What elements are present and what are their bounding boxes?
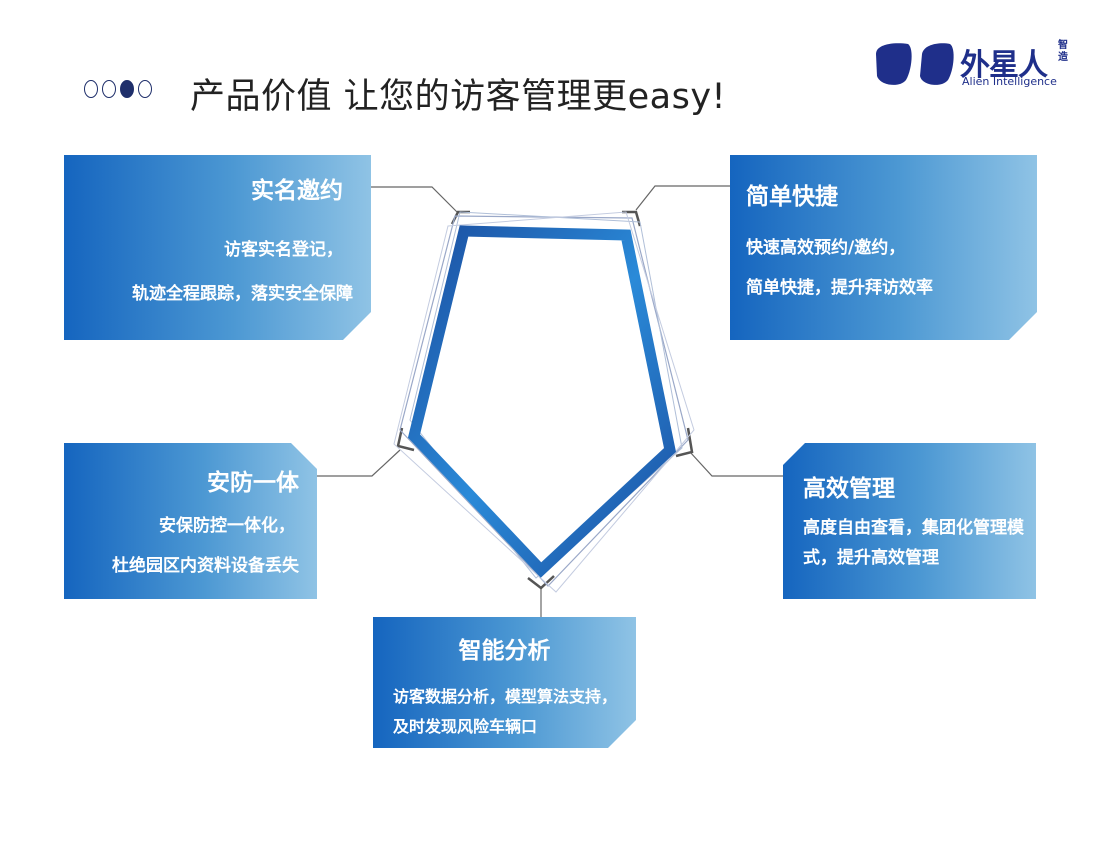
corner-bracket (622, 210, 642, 227)
feature-card-line: 轨迹全程跟踪，落实安全保障 (132, 284, 353, 304)
feature-card-line: 安保防控一体化， (159, 516, 295, 536)
progress-dot (138, 80, 152, 98)
progress-dots (84, 80, 152, 98)
connector-line (370, 186, 459, 214)
feature-card-realname: 实名邀约 访客实名登记， 轨迹全程跟踪，落实安全保障 (64, 155, 371, 340)
logo-subtitle: Alien Intelligence (962, 75, 1057, 88)
feature-card-title: 高效管理 (803, 476, 895, 502)
feature-card-security: 安防一体 安保防控一体化， 杜绝园区内资料设备丢失 (64, 443, 317, 599)
progress-dot-active (120, 80, 134, 98)
feature-card-line: 快速高效预约/邀约， (746, 238, 906, 258)
feature-card-title: 智能分析 (458, 638, 551, 664)
feature-card-line: 访客数据分析，模型算法支持， (393, 687, 618, 706)
pentagon-frame-echo (399, 215, 689, 587)
feature-card-analysis: 智能分析 访客数据分析，模型算法支持， 及时发现风险车辆口 (373, 617, 636, 748)
feature-card-line: 式，提升高效管理 (803, 548, 939, 568)
feature-card-title: 安防一体 (207, 470, 299, 496)
feature-card-efficient: 高效管理 高度自由查看，集团化管理模 式，提升高效管理 (783, 443, 1036, 599)
feature-card-line: 高度自由查看，集团化管理模 (803, 518, 1024, 538)
feature-card-title: 简单快捷 (746, 184, 838, 210)
pentagon-frame-echo (393, 211, 695, 593)
progress-dot (102, 80, 116, 98)
logo-badge: 智造 (1058, 40, 1068, 63)
progress-dot (84, 80, 98, 98)
feature-card-line: 及时发现风险车辆口 (393, 717, 538, 736)
logo-name: 外星人 (960, 48, 1048, 83)
page-title: 产品价值 让您的访客管理更easy! (190, 77, 727, 117)
feature-card-quick: 简单快捷 快速高效预约/邀约， 简单快捷，提升拜访效率 (730, 155, 1037, 340)
connector-line (317, 449, 401, 477)
logo-icon (876, 43, 954, 85)
corner-bracket (396, 427, 415, 452)
feature-card-line: 杜绝园区内资料设备丢失 (112, 556, 299, 576)
connector-line (635, 185, 730, 211)
feature-card-line: 访客实名登记， (224, 240, 343, 260)
pentagon-frame (407, 225, 677, 578)
connector-line (689, 451, 783, 477)
feature-card-title: 实名邀约 (251, 178, 343, 204)
corner-bracket (527, 575, 555, 590)
feature-card-line: 简单快捷，提升拜访效率 (746, 278, 933, 298)
